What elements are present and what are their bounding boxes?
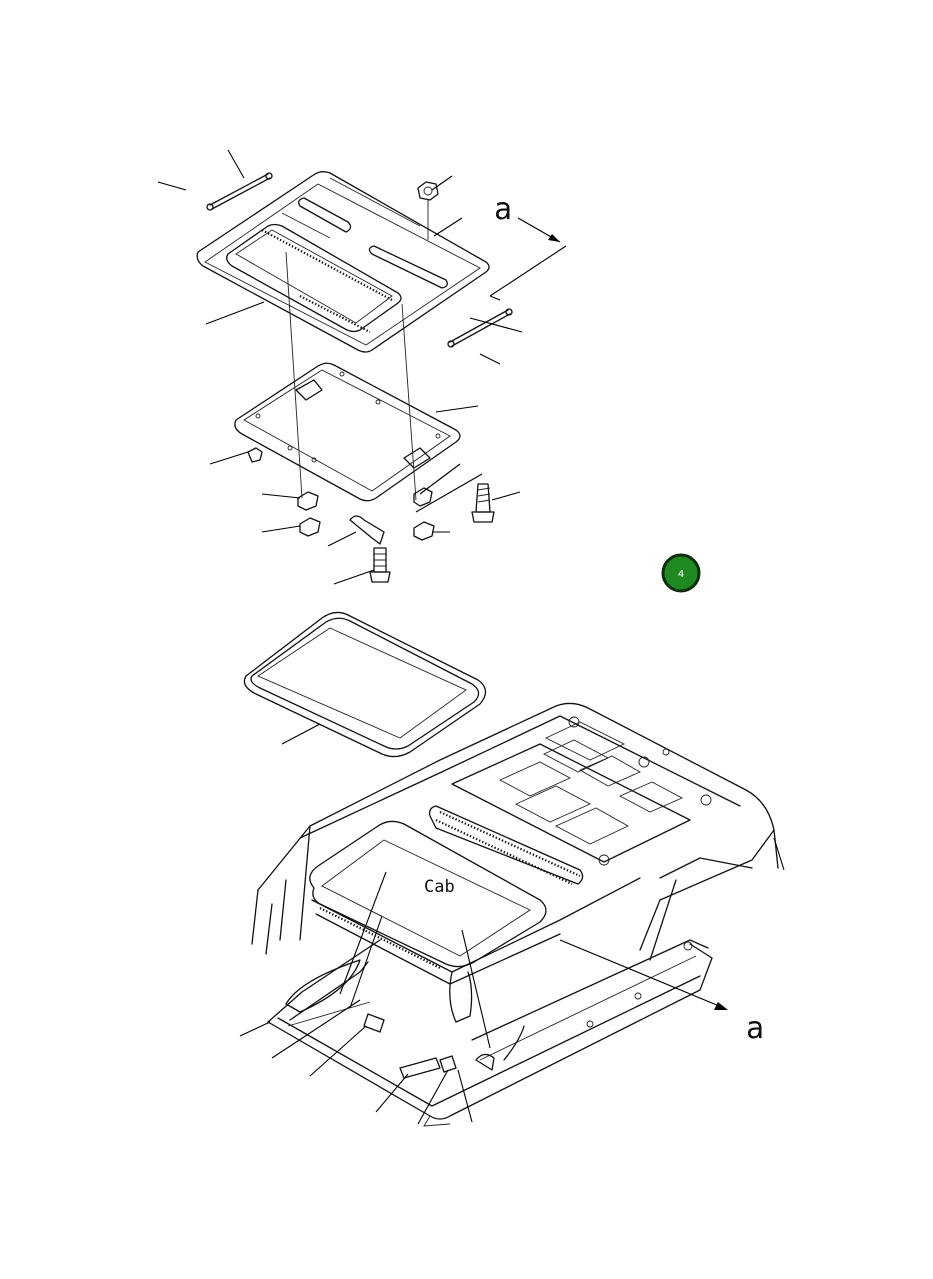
- leader-lines-top: [157, 149, 523, 585]
- glass-seal-frame: [243, 611, 487, 758]
- reference-arrow-a-bottom: [559, 939, 728, 1010]
- cab-label: Cab: [424, 877, 455, 897]
- cab-roof: [251, 702, 779, 1023]
- small-fasteners: [247, 447, 495, 583]
- hatch-inner-panel: [234, 362, 461, 502]
- leader-lines-lower: [239, 837, 785, 1125]
- leader-seal: [281, 723, 321, 745]
- nut-top: [417, 181, 439, 240]
- page-number-badge[interactable]: 4: [661, 553, 701, 593]
- alignment-line-right: [401, 303, 417, 501]
- hatch-outer-panel: [196, 171, 490, 353]
- ref-label-a-bottom: a: [746, 1011, 764, 1046]
- hinge-pin-right: [447, 308, 513, 348]
- lower-trim-frame: [267, 939, 713, 1127]
- page-number-text: 4: [678, 569, 684, 580]
- reference-arrow-a-top: [489, 217, 567, 301]
- alignment-line-left: [285, 251, 303, 499]
- ref-label-a-top: a: [494, 192, 512, 227]
- hinge-pin-top: [206, 172, 273, 211]
